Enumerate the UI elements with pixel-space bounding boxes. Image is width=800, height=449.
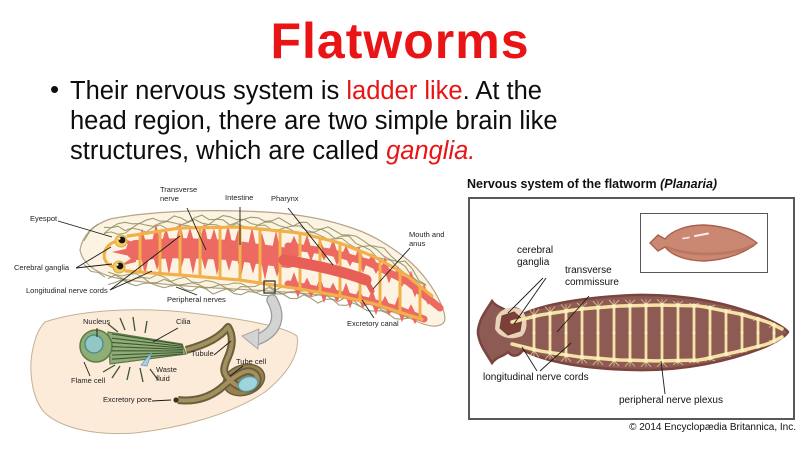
cerebral-ganglia-graphic: [499, 311, 523, 336]
zoom-region-marker: [263, 280, 276, 294]
planaria-nervous-system-diagram: [476, 277, 790, 395]
caption-planaria: (Planaria): [660, 177, 718, 191]
copyright-credit: © 2014 Encyclopædia Britannica, Inc.: [629, 422, 796, 433]
label-peripheral-nerves: Peripheral nerves: [167, 295, 226, 304]
bullet-line-1: Their nervous system is ladder like. At …: [70, 77, 542, 105]
tube-cell-nucleus-graphic: [237, 376, 259, 392]
label-cerebral-ganglia: Cerebral ganglia: [14, 263, 70, 272]
flatworm-anatomy-diagram: [30, 207, 446, 435]
label-peripheral-nerve-plexus: peripheral nerve plexus: [619, 395, 723, 406]
bullet-line-2: head region, there are two simple brain …: [70, 107, 558, 135]
label-flame-cell: Flame cell: [71, 376, 106, 385]
waste-flow-arrow-icon: [140, 351, 153, 367]
bullet-line-3: structures, which are called ganglia.: [70, 137, 476, 165]
mouth-graphic: [363, 277, 375, 294]
tubule-graphic: [140, 323, 266, 405]
label-cilia: Cilia: [176, 317, 191, 326]
label-waste-fluid: Waste fluid: [156, 365, 177, 383]
label-transverse-commissure: transverse commissure: [565, 265, 619, 288]
bullet-marker: •: [50, 74, 60, 104]
label-longitudinal-nerve-cords-right: longitudinal nerve cords: [483, 372, 589, 383]
pharynx-graphic: [278, 254, 372, 286]
label-tubule: Tubule: [191, 349, 214, 358]
flame-cell-graphic: [79, 316, 187, 383]
excretory-pore-graphic: [173, 397, 179, 403]
nerve-ladder-graphic: [510, 298, 784, 368]
eyespots: [112, 234, 128, 274]
label-eyespot: Eyespot: [30, 214, 58, 223]
highlight-ganglia: ganglia.: [386, 137, 476, 165]
leader-lines: [507, 277, 666, 395]
page-title: Flatworms: [270, 13, 530, 69]
label-intestine: Intestine: [225, 193, 254, 202]
right-diagram-caption: Nervous system of the flatworm (Planaria…: [467, 177, 718, 191]
label-tube-cell: Tube cell: [236, 357, 267, 366]
label-nucleus: Nucleus: [83, 317, 111, 326]
zoom-arrow-icon: [241, 294, 283, 350]
nucleus-graphic: [84, 334, 104, 354]
peripheral-nerve-mesh: [83, 214, 427, 320]
label-pharynx: Pharynx: [271, 194, 299, 203]
planaria-inset-frame: [640, 213, 768, 273]
label-mouth-and-anus: Mouth and anus: [409, 230, 445, 248]
label-cerebral-ganglia-right: cerebral ganglia: [517, 245, 554, 268]
bullet-text: • Their nervous system is ladder like. A…: [50, 74, 730, 166]
label-transverse-nerve: Transverse nerve: [160, 185, 198, 203]
label-excretory-canal: Excretory canal: [347, 319, 399, 328]
leader-lines: [57, 207, 411, 402]
label-longitudinal-nerve-cords: Longitudinal nerve cords: [26, 286, 108, 295]
highlight-ladder-like: ladder like: [346, 77, 463, 105]
planaria-inset-worm: [649, 224, 759, 262]
label-excretory-pore: Excretory pore: [103, 395, 152, 404]
